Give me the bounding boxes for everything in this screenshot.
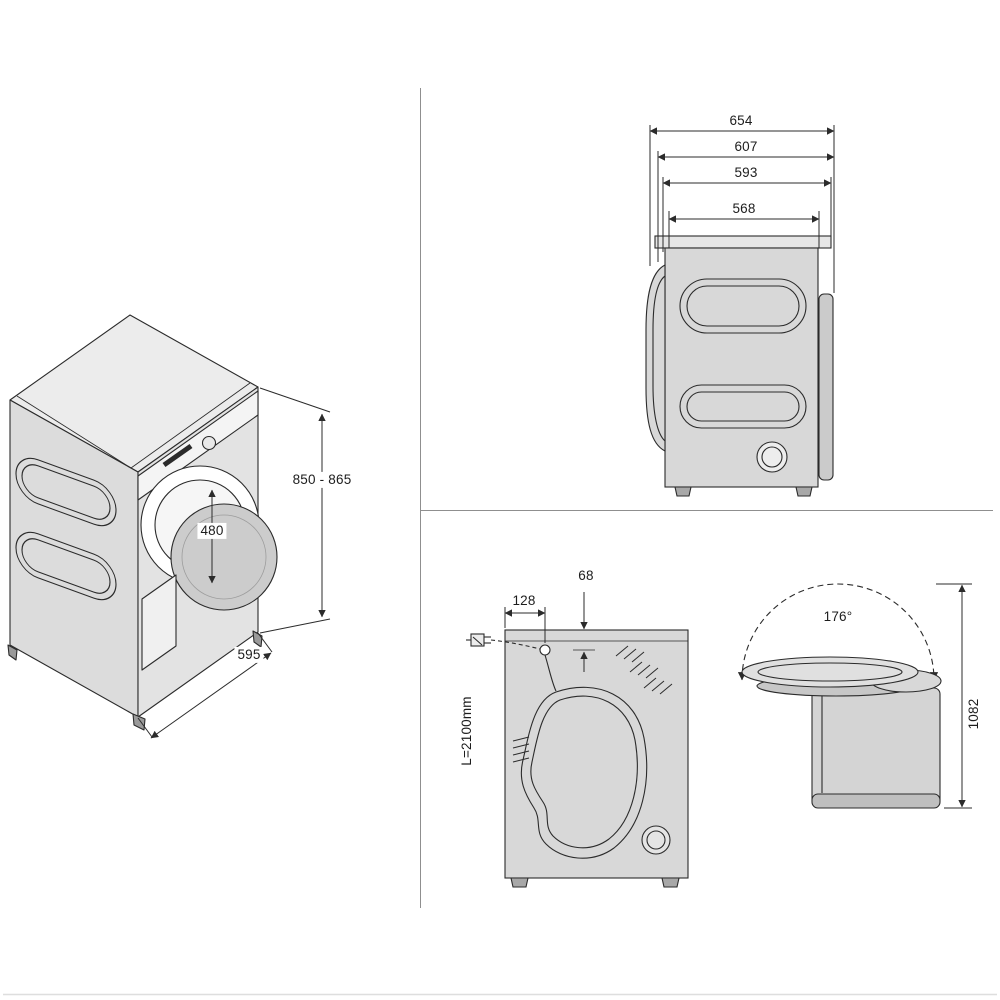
- detergent-drawer: [141, 574, 177, 671]
- side-groove-bottom-outer: [15, 531, 117, 601]
- rear-dimension-lines: [504, 592, 595, 672]
- power-plug-icon: [466, 633, 491, 647]
- side-view: [645, 125, 835, 497]
- cabinet: [664, 247, 819, 488]
- dim-offset-128: 128: [509, 592, 539, 610]
- side-groove-top-inner: [21, 464, 111, 520]
- side-groove-bottom-inner: [21, 538, 111, 594]
- height-witness-bottom: [259, 618, 331, 634]
- cabinet-groove-1-outer: [679, 278, 807, 334]
- swing-arc: [737, 583, 939, 681]
- top-face-seam: [16, 382, 251, 469]
- height-witness-top: [259, 387, 331, 413]
- open-door-lid: [741, 656, 919, 688]
- swing-dimension-lines: [936, 583, 972, 809]
- dryer-body: [811, 687, 941, 807]
- control-panel-slot: [162, 443, 193, 468]
- cable-gland: [539, 644, 551, 656]
- cabinet-groove-1-inner: [686, 285, 800, 327]
- dim-angle-176: 176°: [820, 608, 856, 626]
- side-port-inner: [761, 446, 783, 468]
- rear-port-inner: [646, 830, 666, 850]
- control-panel-strip: [137, 390, 259, 501]
- worktop: [654, 235, 832, 249]
- rear-vent-slots: [615, 645, 673, 695]
- dim-height-1082: 1082: [965, 695, 983, 733]
- open-door-lid-inner: [757, 662, 903, 682]
- plug-hatch: [472, 636, 483, 646]
- side-port: [756, 441, 788, 473]
- side-foot-right: [795, 486, 813, 497]
- dim-depth-568: 568: [729, 200, 759, 218]
- plug-body: [470, 633, 485, 647]
- side-foot-left: [674, 486, 692, 497]
- dim-width-595: 595: [234, 646, 264, 664]
- dim-height-850-865: 850 - 865: [289, 471, 355, 489]
- dim-offset-68: 68: [575, 567, 597, 585]
- door-open-disc-inner: [181, 514, 267, 600]
- control-knob: [201, 435, 217, 451]
- dim-door-480: 480: [197, 522, 227, 540]
- door-swing-view: [737, 583, 972, 809]
- door-profile-inner: [652, 275, 666, 442]
- rear-panel: [818, 293, 834, 481]
- rear-view: [466, 592, 689, 888]
- dim-depth-593: 593: [731, 164, 761, 182]
- side-vent-grooves: [15, 457, 117, 601]
- width-dim-line: [150, 652, 272, 739]
- cabinet-groove-2-outer: [679, 384, 807, 429]
- width-witness-left: [137, 717, 153, 738]
- door-profile-outer: [645, 264, 666, 452]
- door-open-disc: [170, 503, 278, 611]
- dim-depth-607: 607: [731, 138, 761, 156]
- rear-foot-left: [510, 877, 529, 888]
- dim-cable-length: L=2100mm: [458, 693, 476, 769]
- foot-left: [7, 644, 18, 661]
- isometric-dimension-lines: [137, 387, 331, 739]
- side-groove-top-outer: [15, 457, 117, 527]
- panel-dividers: [420, 88, 993, 908]
- cabinet-groove-2-inner: [686, 391, 800, 422]
- cable-channel-inner: [530, 695, 638, 849]
- isometric-view: [7, 314, 331, 739]
- rear-port: [641, 825, 671, 855]
- power-cord: [544, 654, 557, 692]
- dim-depth-654: 654: [726, 112, 756, 130]
- foot-right: [252, 630, 263, 648]
- depth-dimension-lines: [649, 125, 835, 293]
- foot-front: [132, 713, 146, 731]
- width-witness-right: [257, 632, 273, 653]
- rear-foot-right: [661, 877, 680, 888]
- cable-channel-outer: [520, 686, 648, 859]
- dryer-base: [811, 793, 941, 809]
